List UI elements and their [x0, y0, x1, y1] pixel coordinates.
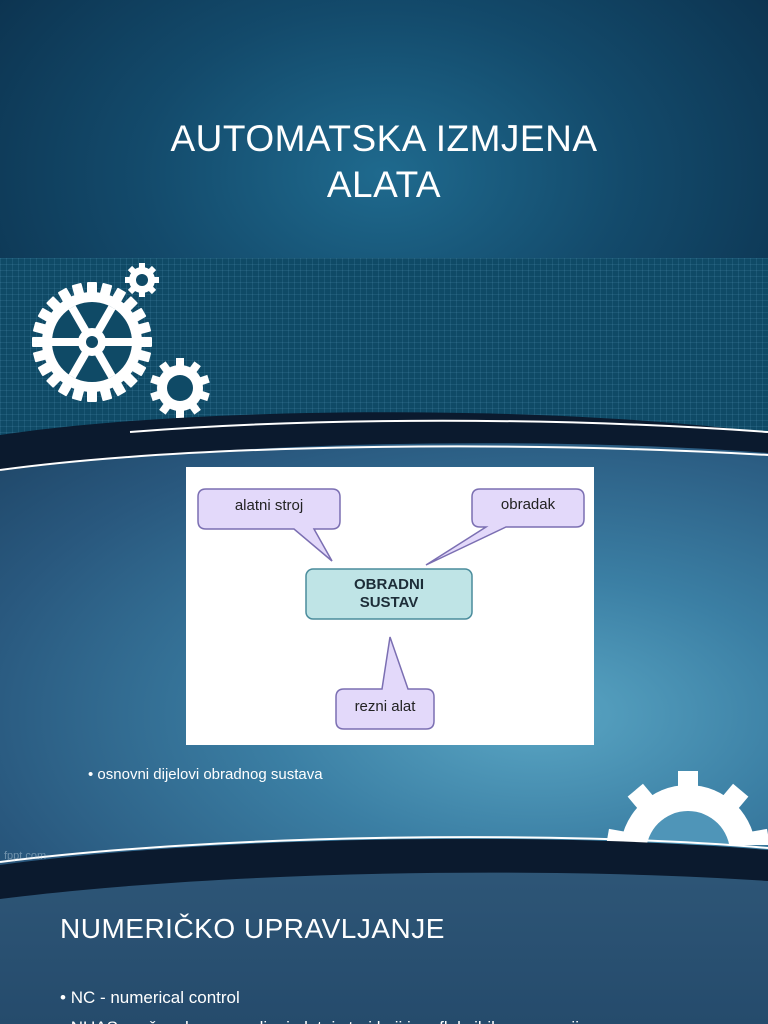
large-gear-icon	[32, 282, 152, 402]
diagram-caption: osnovni dijelovi obradnog sustava	[97, 766, 323, 783]
list-item: NUAS - računalom upravljani alatni stroj…	[60, 1013, 589, 1024]
title-slide: AUTOMATSKA IZMJENA ALATA	[0, 0, 768, 435]
alatni-stroj-callout	[197, 488, 341, 562]
slide-top-curve	[0, 865, 768, 899]
obradak-label: obradak	[500, 496, 556, 513]
slide-bottom-curve	[0, 412, 768, 435]
diagram-slide: alatni stroj obradak OBRADNI SUSTAV rezn…	[0, 435, 768, 865]
medium-gear-icon	[150, 358, 210, 418]
slide-heading: NUMERIČKO UPRAVLJANJE	[60, 913, 445, 944]
numeric-control-slide: NUMERIČKO UPRAVLJANJE NC - numerical con…	[0, 865, 768, 1024]
gears-decoration	[32, 263, 210, 418]
rezni-alat-label: rezni alat	[354, 698, 416, 715]
list-item: NC - numerical control	[60, 983, 588, 1013]
slide-top-curve	[0, 435, 768, 471]
bullet-list: NC - numerical control NUAS - računalom …	[60, 983, 589, 1024]
slide-bottom-curve	[0, 836, 768, 865]
processing-system-diagram: alatni stroj obradak OBRADNI SUSTAV rezn…	[186, 467, 594, 745]
small-gear-icon	[125, 263, 159, 297]
diagram-caption-bullet: • osnovni dijelovi obradnog sustava	[88, 766, 323, 783]
obradak-callout	[425, 488, 585, 566]
slide-title: AUTOMATSKA IZMJENA ALATA	[170, 118, 598, 205]
obradni-sustav-label: OBRADNI SUSTAV	[354, 576, 424, 611]
watermark: fppt.com	[4, 850, 47, 862]
grid-band	[0, 258, 768, 435]
obradni-sustav-box	[305, 568, 473, 620]
rezni-alat-callout	[335, 636, 435, 730]
alatni-stroj-label: alatni stroj	[234, 497, 304, 514]
corner-gear-icon	[605, 771, 768, 845]
